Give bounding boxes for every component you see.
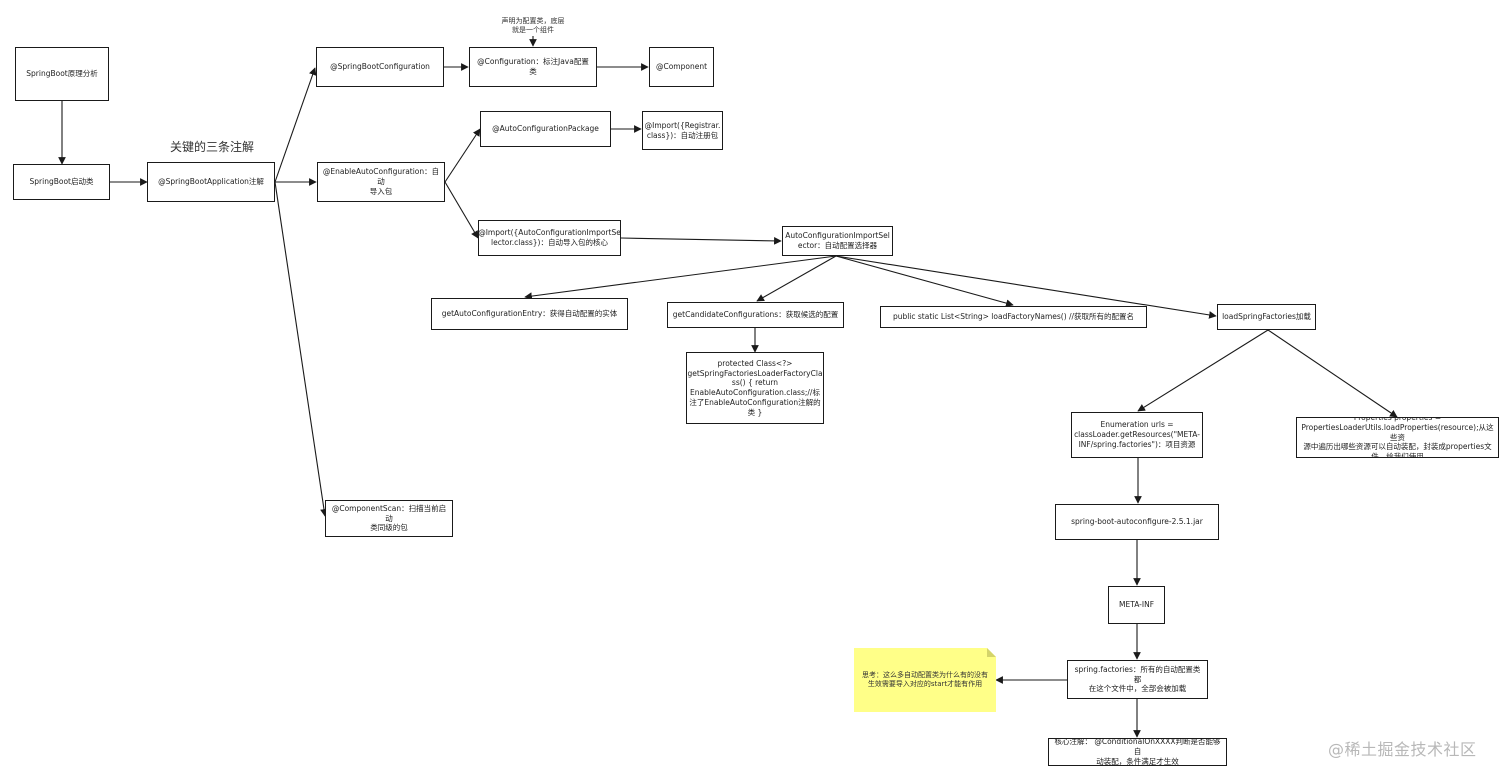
- edge-selector-factories: [835, 255, 1217, 319]
- edge-app-sbconfig: [274, 67, 317, 183]
- configuration-note: 声明为配置类，底层 就是一个组件: [501, 17, 565, 34]
- edge-selector-candidates: [756, 255, 837, 302]
- node-load-factory-names[interactable]: public static List<String> loadFactoryNa…: [880, 306, 1147, 328]
- node-meta-inf[interactable]: META-INF: [1108, 586, 1165, 624]
- edge-factories-properties: [1267, 329, 1398, 418]
- node-component-scan[interactable]: @ComponentScan：扫描当前启动 类同级的包: [325, 500, 453, 537]
- node-component[interactable]: @Component: [649, 47, 714, 87]
- edge-app-scan: [274, 181, 328, 517]
- node-springboot-principle[interactable]: SpringBoot原理分析: [15, 47, 109, 101]
- edge-factories-enum: [1137, 329, 1269, 412]
- edge-selector-entry: [524, 255, 837, 300]
- node-spring-factories[interactable]: spring.factories：所有的自动配置类都 在这个文件中，全部会被加载: [1067, 660, 1208, 699]
- edge-importsel-selector: [620, 237, 782, 245]
- sticky-fold-corner: [987, 648, 996, 657]
- node-configuration[interactable]: @Configuration：标注Java配置类: [469, 47, 597, 87]
- node-protected-class[interactable]: protected Class<?> getSpringFactoriesLoa…: [686, 352, 824, 424]
- node-auto-configuration-import-selector[interactable]: AutoConfigurationImportSel ector：自动配置选择器: [782, 226, 893, 256]
- node-core-annotation[interactable]: 核心注解： @ConditionalOnXXXX判断是否能够自 动装配，条件满足…: [1048, 738, 1227, 766]
- node-get-auto-configuration-entry[interactable]: getAutoConfigurationEntry：获得自动配置的实体: [431, 298, 628, 330]
- node-load-spring-factories[interactable]: loadSpringFactories加载: [1217, 304, 1316, 330]
- node-springboot-startup-class[interactable]: SpringBoot启动类: [13, 164, 110, 200]
- node-get-candidate-configurations[interactable]: getCandidateConfigurations：获取候选的配置: [667, 302, 844, 328]
- edge-enable-autopkg: [444, 128, 481, 183]
- node-springboot-configuration[interactable]: @SpringBootConfiguration: [316, 47, 444, 87]
- node-import-selector[interactable]: @Import({AutoConfigurationImportSe lecto…: [478, 220, 621, 256]
- node-import-registrar[interactable]: @Import({Registrar. class})：自动注册包: [642, 111, 723, 150]
- node-properties[interactable]: Properties properties = PropertiesLoader…: [1296, 417, 1499, 458]
- three-annotations-label: 关键的三条注解: [170, 140, 255, 154]
- watermark: @稀土掘金技术社区: [1328, 740, 1477, 759]
- node-auto-configuration-package[interactable]: @AutoConfigurationPackage: [480, 111, 611, 147]
- node-autoconfigure-jar[interactable]: spring-boot-autoconfigure-2.5.1.jar: [1055, 504, 1219, 540]
- edge-enable-importsel: [444, 181, 479, 239]
- node-enumeration-urls[interactable]: Enumeration urls = classLoader.getResour…: [1071, 412, 1203, 458]
- node-enable-auto-configuration[interactable]: @EnableAutoConfiguration：自动 导入包: [317, 162, 445, 202]
- node-springboot-application[interactable]: @SpringBootApplication注解: [147, 162, 275, 202]
- thinking-sticky-note[interactable]: 思考：这么多自动配置类为什么有的没有 生效需要导入对应的start才能有作用: [854, 648, 996, 712]
- edge-selector-names: [835, 255, 1014, 307]
